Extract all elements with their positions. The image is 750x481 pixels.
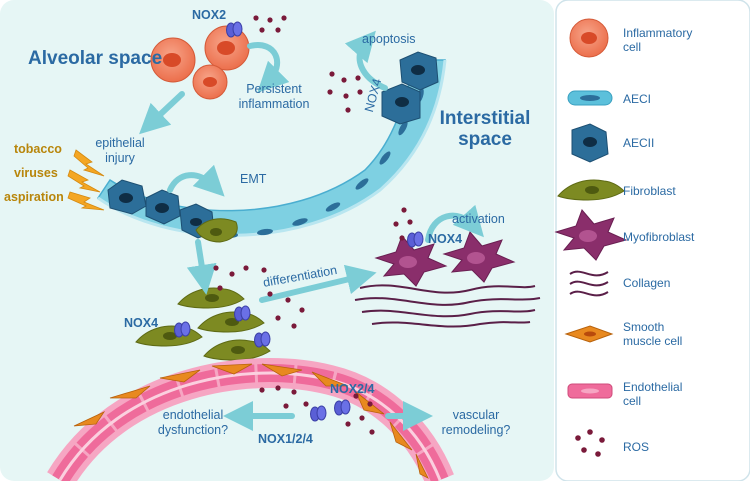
legend-label-inflammatory-cell: Inflammatory cell bbox=[623, 26, 693, 54]
trigger-viruses: viruses bbox=[14, 166, 58, 180]
aecii-cells-injured bbox=[107, 179, 238, 243]
pathway-arrows bbox=[139, 30, 484, 431]
nox4-myofibroblast-enzyme bbox=[407, 231, 424, 248]
nox24-enzyme bbox=[334, 399, 351, 416]
ros-dots bbox=[213, 15, 413, 435]
nox4-fibroblast-label: NOX4 bbox=[124, 316, 159, 330]
legend-label-endothelial-cell: Endothelial cell bbox=[623, 380, 683, 408]
legend-label-aeci: AECI bbox=[623, 92, 652, 106]
vascular-remodeling-label: vascular remodeling? bbox=[441, 408, 511, 437]
trigger-bolts bbox=[67, 149, 105, 211]
legend-label-fibroblast: Fibroblast bbox=[623, 184, 676, 198]
legend-label-ros: ROS bbox=[623, 440, 650, 454]
interstitial-space-label: Interstitial space bbox=[439, 108, 531, 150]
collagen-fibers bbox=[354, 284, 541, 328]
smooth-muscle-cell-icon bbox=[564, 325, 614, 343]
nox124-enzyme bbox=[310, 405, 327, 422]
aecii-icon bbox=[571, 123, 609, 163]
trigger-aspiration: aspiration bbox=[4, 190, 64, 204]
legend-label-collagen: Collagen bbox=[623, 276, 671, 290]
legend-label-aecii: AECII bbox=[623, 136, 655, 150]
aeci-icon bbox=[567, 90, 613, 106]
legend-label-myofibroblast: Myofibroblast bbox=[623, 230, 695, 244]
epithelial-injury-label: epithelial injury bbox=[95, 136, 145, 165]
apoptosis-label: apoptosis bbox=[362, 32, 416, 46]
nox124-label: NOX1/2/4 bbox=[258, 432, 313, 446]
collagen-icon bbox=[569, 270, 609, 297]
emt-label: EMT bbox=[240, 172, 267, 186]
legend-label-smooth-muscle-cell: Smooth muscle cell bbox=[623, 320, 683, 348]
nox2-label: NOX2 bbox=[192, 8, 227, 22]
trigger-tobacco: tobacco bbox=[14, 142, 62, 156]
endothelial-cell-icon bbox=[567, 383, 613, 399]
nox4-fibroblast-enzyme-1 bbox=[174, 321, 191, 338]
inflammatory-cells bbox=[150, 25, 250, 100]
nox4-myofibroblast-label: NOX4 bbox=[428, 232, 463, 246]
activation-label: activation bbox=[452, 212, 505, 226]
nox24-label: NOX2/4 bbox=[330, 382, 375, 396]
persistent-inflammation-label: Persistent inflammation bbox=[238, 82, 310, 111]
alveolar-space-label: Alveolar space bbox=[28, 48, 163, 69]
nox2-enzyme bbox=[226, 21, 243, 38]
aeci-nuclei bbox=[222, 88, 424, 238]
inflammatory-cell-icon bbox=[569, 18, 609, 58]
ros-icon bbox=[575, 429, 605, 457]
endothelial-dysfunction-label: endothelial dysfunction? bbox=[157, 408, 229, 437]
aecii-cells-top bbox=[381, 51, 439, 125]
nox4-fibroblast-enzyme-3 bbox=[254, 331, 271, 348]
legend-panel bbox=[555, 0, 750, 481]
nox4-fibroblast-enzyme-2 bbox=[234, 305, 251, 322]
